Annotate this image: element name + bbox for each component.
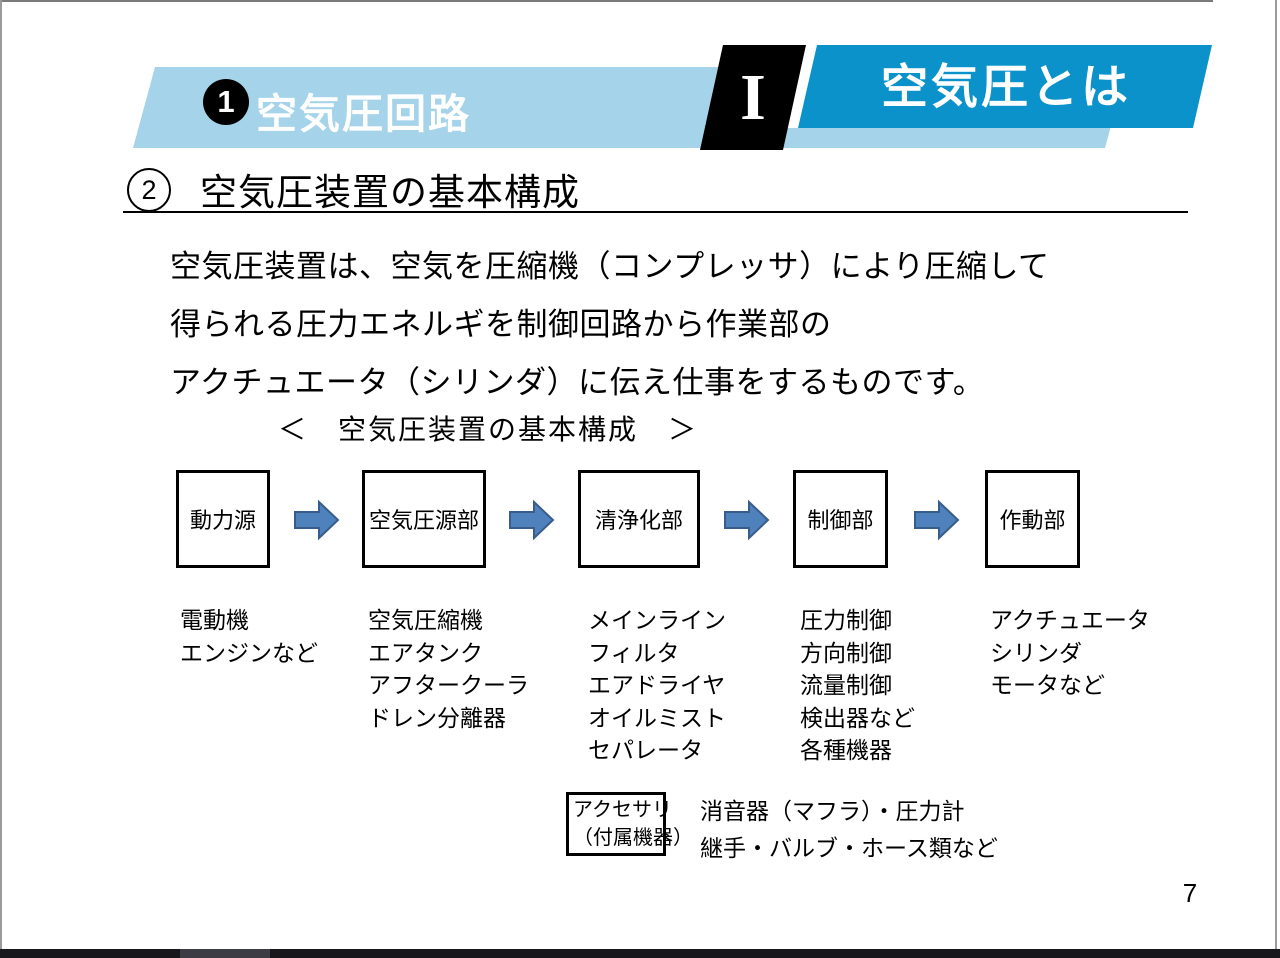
list-item: エアタンク (368, 639, 483, 666)
list-item: 空気圧縮機 (368, 607, 483, 633)
section-number-circle: 2 (127, 168, 171, 212)
flow-box-control: 制御部 (793, 470, 888, 568)
accessory-box-line: （付属機器） (573, 827, 693, 849)
list-item: 検出器など (800, 704, 915, 731)
flow-box-purification: 清浄化部 (578, 470, 700, 568)
header-black-parallelogram (700, 45, 806, 150)
list-item: 流量制御 (800, 672, 892, 698)
item-list-air-source: 空気圧縮機 エアタンク アフタークーラ ドレン分離器 (368, 604, 529, 734)
flow-box-power-source: 動力源 (176, 470, 270, 568)
list-item: 方向制御 (800, 639, 892, 666)
list-item: 電動機 (180, 607, 249, 633)
page-number: 7 (1182, 878, 1198, 908)
accessory-desc-line: 消音器（マフラ）・圧力計 (700, 798, 965, 824)
list-item: アクチュエータ (990, 607, 1150, 633)
body-line: アクチュエータ（シリンダ）に伝え仕事をするものです。 (170, 365, 985, 400)
body-line: 空気圧装置は、空気を圧縮機（コンプレッサ）により圧縮して (170, 249, 1050, 284)
accessory-desc-line: 継手・バルブ・ホース類など (700, 835, 998, 861)
item-list-control: 圧力制御 方向制御 流量制御 検出器など 各種機器 (800, 604, 915, 767)
diagram-caption: ＜ 空気圧装置の基本構成 ＞ (278, 414, 699, 445)
list-item: セパレータ (588, 737, 703, 763)
item-list-actuation: アクチュエータ シリンダ モータなど (990, 604, 1150, 702)
list-item: エアドライヤ (588, 672, 726, 698)
right-arrow-icon (294, 499, 340, 541)
right-arrow-shape (509, 499, 555, 541)
list-item: 圧力制御 (800, 607, 892, 633)
chapter-badge-number: 1 (217, 84, 235, 119)
item-list-power-source: 電動機 エンジンなど (180, 604, 318, 669)
header-gap-stripe (787, 45, 817, 128)
section-title-underline (123, 211, 1188, 213)
header-left-title: 空気圧回路 (256, 91, 471, 137)
flow-box-air-source: 空気圧源部 (362, 470, 486, 568)
right-arrow-icon (509, 499, 555, 541)
right-arrow-icon (914, 499, 960, 541)
section-number: 2 (141, 174, 157, 205)
list-item: 各種機器 (800, 737, 892, 763)
header-chapter-numeral: I (740, 61, 766, 134)
right-arrow-shape (914, 499, 960, 541)
section-title: 空気圧装置の基本構成 (200, 172, 580, 213)
flow-box-actuation: 作動部 (985, 470, 1080, 568)
list-item: エンジンなど (180, 639, 318, 666)
list-item: シリンダ (990, 639, 1082, 666)
accessory-box: アクセサリ （付属機器） (566, 792, 693, 856)
bottom-bar-segment (180, 949, 270, 958)
body-line: 得られる圧力エネルギを制御回路から作業部の (170, 307, 832, 342)
list-item: モータなど (990, 672, 1105, 698)
body-paragraph: 空気圧装置は、空気を圧縮機（コンプレッサ）により圧縮して 得られる圧力エネルギを… (170, 238, 1130, 412)
accessory-description: 消音器（マフラ）・圧力計 継手・バルブ・ホース類など (700, 793, 998, 867)
header-banner (133, 45, 1212, 150)
list-item: メインライン (588, 607, 726, 633)
right-border-line (1275, 0, 1277, 958)
list-item: アフタークーラ (368, 672, 529, 698)
bottom-bar (0, 949, 1280, 958)
list-item: オイルミスト (588, 704, 726, 731)
right-arrow-shape (724, 499, 770, 541)
item-list-purification: メインライン フィルタ エアドライヤ オイルミスト セパレータ (588, 604, 726, 767)
chapter-badge-circle: 1 (203, 79, 249, 125)
list-item: ドレン分離器 (368, 704, 506, 731)
right-arrow-icon (724, 499, 770, 541)
left-border-line (0, 0, 2, 958)
accessory-box-line: アクセサリ (573, 799, 672, 821)
right-arrow-shape (294, 499, 340, 541)
header-darkblue-parallelogram (796, 45, 1212, 128)
list-item: フィルタ (588, 639, 680, 666)
header-right-title: 空気圧とは (881, 60, 1131, 113)
top-border-line (0, 0, 1213, 2)
